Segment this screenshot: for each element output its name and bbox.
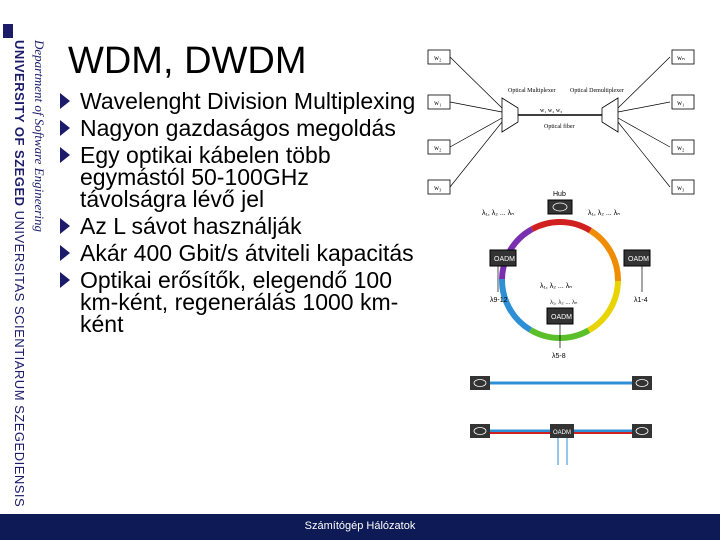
bullet-item: Egy optikai kábelen több egymástól 50-10… <box>60 144 420 211</box>
right-channel-label: wₙ <box>677 54 685 62</box>
slide-title: WDM, DWDM <box>68 40 307 82</box>
left-channel-label: w₂ <box>434 54 442 62</box>
fiber-label: Optical fiber <box>544 123 575 130</box>
bullet-list: Wavelenght Division Multiplexing Nagyon … <box>60 90 420 340</box>
oadm-label: OADM <box>553 430 571 436</box>
mux-shape <box>501 97 519 133</box>
right-channel-label: w₂ <box>677 144 685 152</box>
ring-label: λ₁, λ₂ ... λₙ <box>540 283 572 290</box>
right-channel-label: w₃ <box>677 184 685 192</box>
bullet-arrow-icon <box>60 272 70 288</box>
drop-label: λ5-8 <box>552 353 566 360</box>
demux-label: Optical Demultiplexer <box>570 88 624 94</box>
oadm-node-bottom: OADM <box>546 307 574 325</box>
drop-label: λ9-12 <box>490 297 508 304</box>
bullet-item: Wavelenght Division Multiplexing <box>60 90 420 113</box>
left-channel-label: w₃ <box>434 184 442 192</box>
university-name: UNIVERSITY OF SZEGED UNIVERSITAS SCIENTI… <box>12 40 27 508</box>
point-to-point-link: OADM <box>470 376 652 465</box>
oadm-label: OADM <box>551 314 572 321</box>
bullet-arrow-icon <box>60 147 70 163</box>
footer-text: Számítógép Hálózatok <box>304 520 416 532</box>
right-channel-label: w₁ <box>677 99 685 107</box>
wdm-diagram: w₂ w₁ w₂ w₃ wₙ w₁ w₂ w₃ <box>427 49 695 465</box>
oadm-label: OADM <box>628 256 649 263</box>
bullet-arrow-icon <box>60 218 70 234</box>
oadm-node-right: OADM <box>623 249 651 267</box>
bullet-arrow-icon <box>60 120 70 136</box>
right-channel-boxes: wₙ w₁ w₂ w₃ <box>671 49 695 195</box>
bullet-item: Akár 400 Gbit/s átviteli kapacitás <box>60 242 420 265</box>
demux-shape <box>601 97 619 133</box>
drop-label: λ1-4 <box>634 297 648 304</box>
mux-demux-diagram: w₂ w₁ w₂ w₃ wₙ w₁ w₂ w₃ <box>427 49 695 195</box>
oadm-node-left: OADM <box>489 249 517 267</box>
left-channel-label: w₁ <box>434 99 442 107</box>
footer-bar: Számítógép Hálózatok <box>0 514 720 540</box>
bullet-arrow-icon <box>60 245 70 261</box>
left-channel-boxes: w₂ w₁ w₂ w₃ <box>427 49 451 195</box>
mux-label: Optical Multiplexer <box>508 88 556 94</box>
left-channel-label: w₂ <box>434 144 442 152</box>
ring-label: λ₁, λ₂ ... λₙ <box>588 210 620 217</box>
hub-label: Hub <box>553 191 566 198</box>
department-name: Department of Software Engineering <box>32 40 47 232</box>
bullet-arrow-icon <box>60 93 70 109</box>
hub-node: Hub <box>547 191 573 215</box>
ring-label: λ₁, λ₂ ... λₙ <box>482 210 514 217</box>
bullet-item: Optikai erősítők, elegendő 100 km-ként, … <box>60 269 420 336</box>
university-logo-mark <box>3 24 13 38</box>
ring-network: Hub OADM OADM OADM λ₁, λ₂ ... λₙ λ₁, λ₂ … <box>482 191 651 360</box>
bullet-item: Nagyon gazdaságos megoldás <box>60 117 420 140</box>
fiber-lambdas: w₁ w₂ w₃ <box>540 108 562 114</box>
bullet-item: Az L sávot használják <box>60 215 420 238</box>
mux-input-lines <box>449 56 671 188</box>
drop-arrows <box>497 266 643 348</box>
ring-label: λ₁, λ₂ ... λₙ <box>550 300 578 306</box>
oadm-label: OADM <box>494 256 515 263</box>
